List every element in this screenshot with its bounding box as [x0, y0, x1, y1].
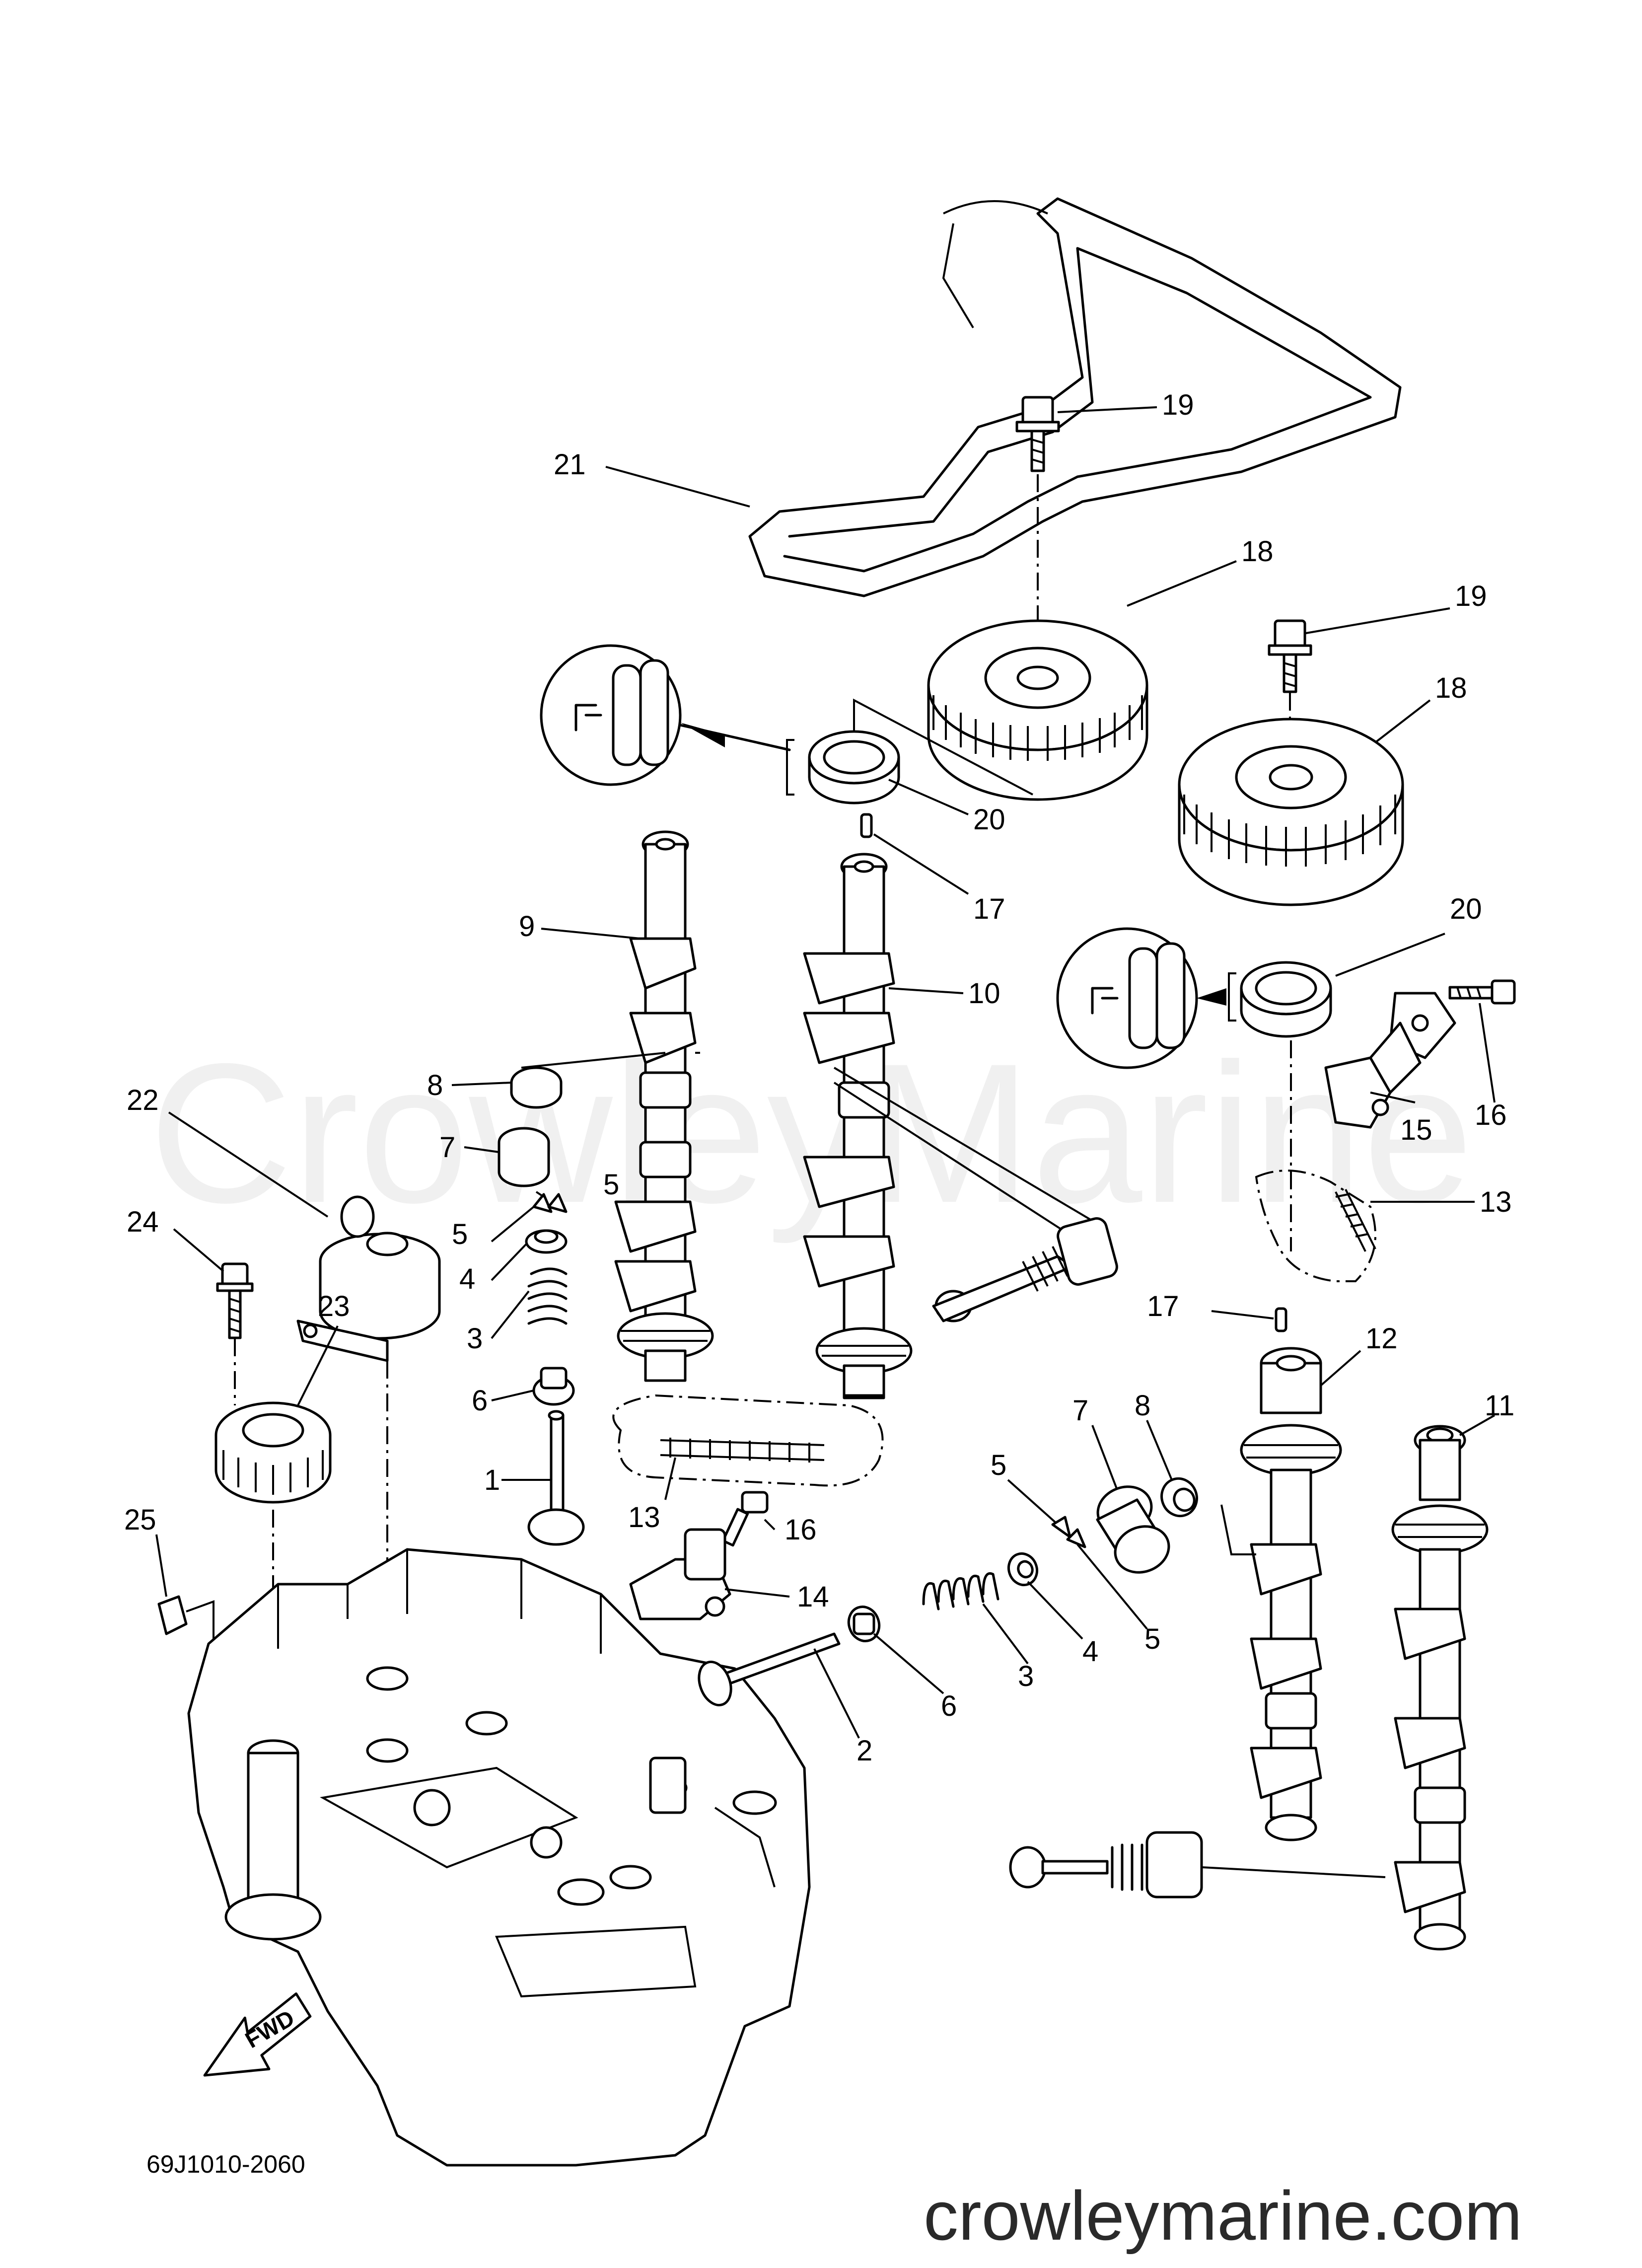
callout-13-middle: 13: [628, 1501, 660, 1534]
callout-5-right-upper: 5: [991, 1449, 1006, 1481]
chain-tensioner-15: [1324, 992, 1456, 1129]
callout-16-middle: 16: [785, 1514, 817, 1546]
callout-6-left: 6: [472, 1385, 488, 1417]
shim-8-left: [510, 1066, 563, 1109]
callout-7-left: 7: [439, 1131, 455, 1164]
callout-17-lower: 17: [1147, 1290, 1179, 1322]
callout-3-left: 3: [467, 1322, 483, 1355]
callout-19-right: 19: [1455, 580, 1487, 612]
callout-8-left: 8: [427, 1069, 443, 1101]
callout-2: 2: [857, 1735, 872, 1767]
callouts: 21 19 18 19 18 20 17 9 10 20 16 15 13 8 …: [124, 389, 1514, 1767]
callout-7-right: 7: [1072, 1394, 1088, 1427]
dowel-pin-17-lower: [1275, 1307, 1287, 1332]
valve-lifter-7-right: [1096, 1485, 1170, 1574]
valve-assembly-upper: [932, 1217, 1118, 1322]
callout-6-right: 6: [941, 1690, 957, 1722]
callout-19-upper: 19: [1162, 389, 1194, 421]
spring-retainer-4-right: [1007, 1552, 1038, 1587]
callout-8-right: 8: [1135, 1390, 1150, 1422]
callout-5-left-upper: 5: [603, 1169, 619, 1201]
callout-14: 14: [797, 1581, 829, 1613]
chain-tensioner-14: [629, 1528, 731, 1620]
callout-21: 21: [554, 448, 586, 481]
cam-pulley-18-right: [1178, 718, 1404, 906]
callout-22: 22: [127, 1084, 159, 1116]
timing-chain-13-middle: [612, 1394, 884, 1487]
crank-pulley-23: [214, 1401, 332, 1748]
callout-18-upper: 18: [1241, 535, 1274, 568]
callout-17-upper: 17: [973, 893, 1005, 925]
valve-stem-seal-6-right: [847, 1606, 881, 1642]
camshaft-12: [1240, 1347, 1342, 1841]
valve-1: [527, 1410, 585, 1546]
callout-24: 24: [127, 1206, 159, 1238]
callout-10: 10: [968, 977, 1000, 1010]
bolt-24: [216, 1262, 254, 1405]
callout-15: 15: [1400, 1114, 1432, 1146]
belt-tensioner-22: [296, 1195, 441, 1748]
valve-2: [698, 1632, 841, 1707]
valve-spring-3-right: [922, 1572, 999, 1610]
camshaft-10: [803, 853, 913, 1399]
cylinder-head: [187, 1548, 811, 2167]
callout-3-right: 3: [1018, 1660, 1034, 1692]
callout-12: 12: [1365, 1322, 1398, 1355]
valve-assembly-lower: [1009, 1831, 1386, 1899]
dowel-pin-17-upper: [860, 813, 873, 838]
callout-4-left: 4: [459, 1263, 475, 1295]
part-code: 69J1010-2060: [146, 2150, 305, 2178]
fwd-arrow-icon: FWD: [203, 1992, 312, 2077]
callout-11: 11: [1485, 1390, 1514, 1422]
valve-keepers-5-left: [532, 1193, 568, 1213]
oil-seal-detail-lower: [1056, 927, 1332, 1251]
spring-retainer-4-left: [525, 1229, 568, 1254]
timing-chain-13-right: [1255, 1170, 1376, 1282]
valve-lifter-7-left: [498, 1127, 550, 1187]
timing-belt: [748, 197, 1402, 597]
valve-spring-3-left: [527, 1267, 568, 1325]
callout-13-right: 13: [1480, 1186, 1512, 1218]
callout-20-lower: 20: [1450, 893, 1482, 925]
oil-seal-detail-upper: [540, 644, 1033, 805]
valve-keepers-5-right: [1051, 1516, 1086, 1548]
callout-25: 25: [124, 1504, 156, 1536]
callout-23: 23: [318, 1290, 350, 1322]
valve-stem-seal-6-left: [532, 1367, 575, 1406]
callout-5-left-lower: 5: [452, 1218, 468, 1250]
bolt-19-right: [1268, 619, 1312, 775]
bolt-16-right: [1448, 979, 1516, 1005]
callout-18-right: 18: [1435, 672, 1467, 704]
bolt-19-upper: [1015, 396, 1060, 626]
callout-1: 1: [484, 1464, 500, 1496]
cam-pulley-18-upper: [927, 619, 1148, 801]
website-label: crowleymarine.com: [924, 2177, 1522, 2255]
callout-16-right: 16: [1475, 1099, 1507, 1131]
bolt-16-middle: [721, 1491, 769, 1547]
camshaft-9: [614, 830, 714, 1382]
callout-4-right: 4: [1082, 1635, 1098, 1668]
callout-5-right-lower: 5: [1144, 1623, 1160, 1655]
callout-9: 9: [519, 910, 535, 943]
shim-8-right: [1160, 1477, 1256, 1555]
camshaft-11: [1391, 1425, 1489, 1951]
leader-lines: [155, 406, 1496, 1739]
callout-20-upper: 20: [973, 804, 1005, 836]
